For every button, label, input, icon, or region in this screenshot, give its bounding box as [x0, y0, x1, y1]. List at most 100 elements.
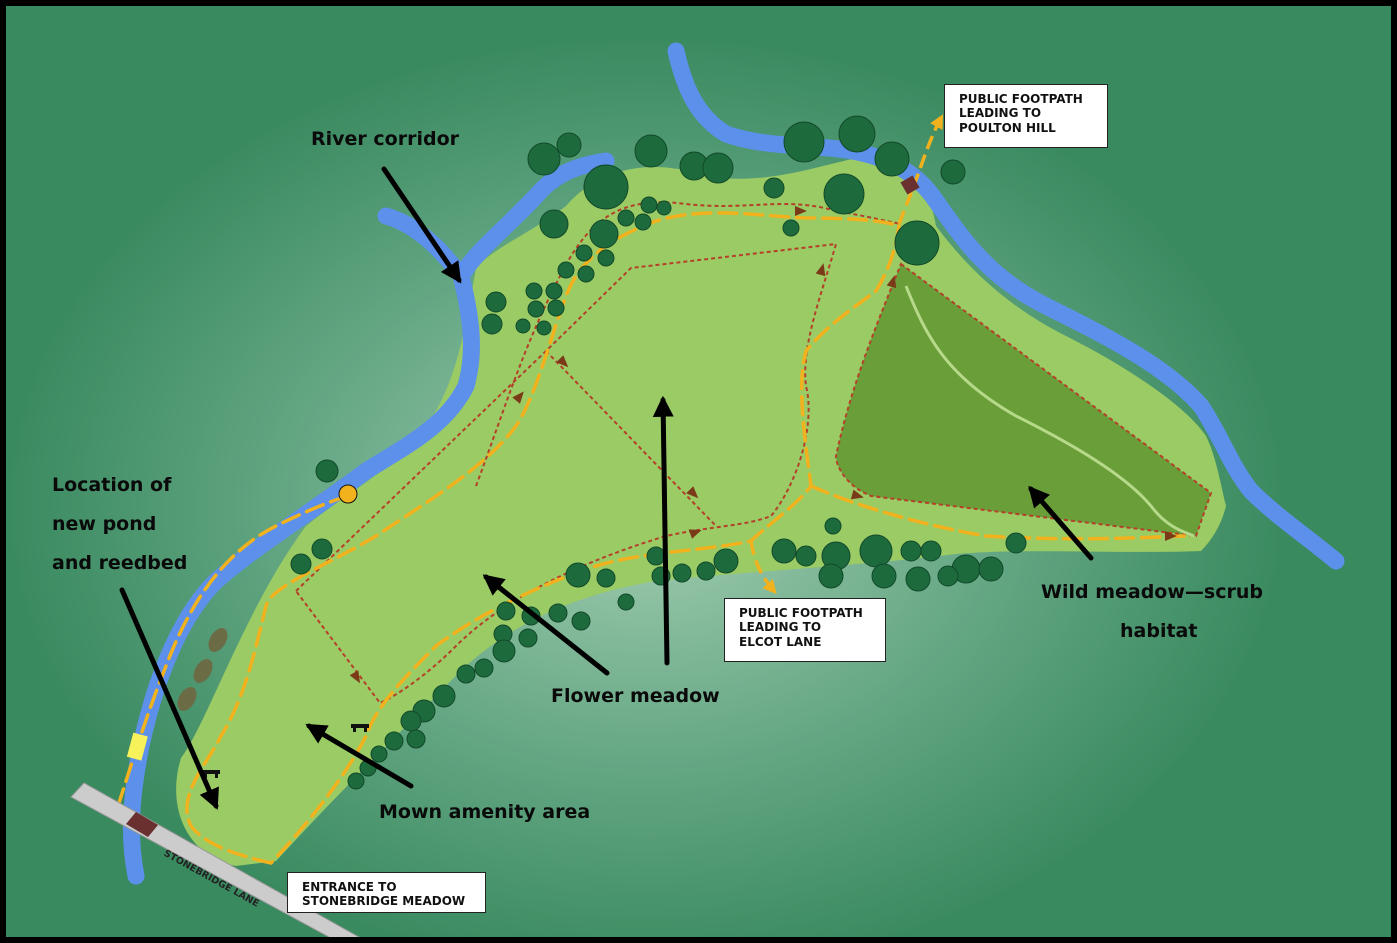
tree-icon: [782, 219, 800, 237]
tree-icon: [583, 164, 629, 210]
tree-icon: [646, 546, 666, 566]
tree-icon: [940, 159, 966, 185]
tree-icon: [1005, 532, 1027, 554]
wild-meadow-area: [834, 262, 1213, 538]
tree-icon: [818, 563, 844, 589]
tree-icon: [634, 134, 668, 168]
arrow-icon: [381, 166, 462, 284]
arrow-icon: [482, 574, 610, 676]
direction-marker-icon: [512, 391, 524, 404]
tree-icon: [978, 556, 1004, 582]
label-river-corridor: River corridor: [311, 128, 459, 150]
tree-icon: [823, 173, 865, 215]
tree-icon: [548, 603, 568, 623]
label-pond-line2: new pond: [52, 513, 157, 535]
tree-icon: [824, 517, 842, 535]
label-wild-meadow-line2: habitat: [1120, 620, 1198, 642]
direction-marker-icon: [349, 670, 360, 684]
reedbed-ovals: [177, 628, 228, 711]
tree-icon: [589, 219, 619, 249]
main-footpath: [185, 211, 1186, 865]
tree-icon: [900, 540, 922, 562]
direction-marker-icon: [556, 355, 569, 368]
tree-icon: [656, 200, 672, 216]
footpath-to-poulton-hill: [897, 114, 943, 225]
label-mown-amenity-area: Mown amenity area: [379, 801, 591, 823]
tree-icon: [481, 313, 503, 335]
direction-marker-icon: [886, 275, 897, 289]
tree-icon: [547, 299, 565, 317]
tree-icon: [763, 177, 785, 199]
tree-icon: [713, 548, 739, 574]
tree-icons: [290, 115, 1027, 790]
direction-marker-icon: [1165, 531, 1177, 541]
tree-icon: [527, 142, 561, 176]
tree-icon: [783, 121, 825, 163]
tree-icon: [905, 566, 931, 592]
tree-icon: [456, 664, 476, 684]
tree-icon: [672, 563, 692, 583]
map-drawing: [70, 42, 1345, 937]
footpath-to-elcot-lane: [749, 540, 777, 595]
tree-icon: [874, 141, 910, 177]
tree-icon: [565, 562, 591, 588]
bridge-icon: [126, 812, 158, 837]
arrow-icon: [305, 723, 414, 789]
tree-icon: [937, 565, 959, 587]
tree-icon: [702, 152, 734, 184]
river: [122, 42, 1345, 885]
outer-dotted-trail: [475, 201, 902, 487]
tree-icon: [474, 658, 494, 678]
tree-icon: [496, 601, 516, 621]
tree-icon: [575, 244, 593, 262]
tree-icon: [894, 220, 940, 266]
tree-icon: [290, 553, 312, 575]
tree-icon: [634, 213, 652, 231]
tree-icon: [871, 563, 897, 589]
tree-icon: [485, 291, 507, 313]
wild-meadow-track: [904, 285, 1195, 538]
label-wild-meadow-line1: Wild meadow—scrub: [1041, 581, 1263, 603]
tree-icon: [597, 249, 615, 267]
tree-icon: [539, 209, 569, 239]
tree-icon: [557, 261, 575, 279]
interior-trail: [545, 350, 717, 527]
tree-icon: [771, 538, 797, 564]
tree-icon: [536, 320, 552, 336]
tree-icon: [795, 545, 817, 567]
label-pond-line1: Location of: [52, 474, 172, 496]
direction-marker-icons: [349, 206, 1177, 684]
tree-icon: [492, 639, 516, 663]
tree-icon: [400, 710, 422, 732]
tree-icon: [527, 300, 545, 318]
tree-icon: [617, 209, 635, 227]
tree-icon: [432, 684, 456, 708]
tree-icon: [556, 132, 582, 158]
direction-marker-icon: [688, 529, 702, 539]
label-flower-meadow: Flower meadow: [551, 685, 720, 707]
tree-icon: [545, 282, 563, 300]
direction-marker-icon: [686, 486, 699, 499]
tree-icon: [315, 459, 339, 483]
tree-icon: [696, 561, 716, 581]
direction-marker-icon: [815, 263, 826, 277]
tree-icon: [406, 729, 426, 749]
tree-icon: [370, 745, 388, 763]
tree-icon: [311, 538, 333, 560]
sign-entrance: ENTRANCE TO STONEBRIDGE MEADOW: [287, 872, 486, 913]
pond-site: [126, 732, 148, 761]
direction-marker-icon: [850, 489, 864, 500]
tree-icon: [347, 772, 365, 790]
pond-site-marker: [338, 484, 358, 504]
arrow-icon: [1028, 485, 1094, 561]
sign-elcot-lane: PUBLIC FOOTPATH LEADING TO ELCOT LANE: [724, 598, 886, 662]
label-pond-line3: and reedbed: [52, 552, 188, 574]
bridge-icon: [900, 175, 920, 195]
arrow-icon: [652, 395, 674, 666]
tree-icon: [859, 534, 893, 568]
tree-icon: [838, 115, 876, 153]
tree-icon: [596, 568, 616, 588]
bench-icon: [202, 770, 220, 778]
tree-icon: [577, 265, 595, 283]
flower-meadow-boundary: [294, 242, 838, 705]
